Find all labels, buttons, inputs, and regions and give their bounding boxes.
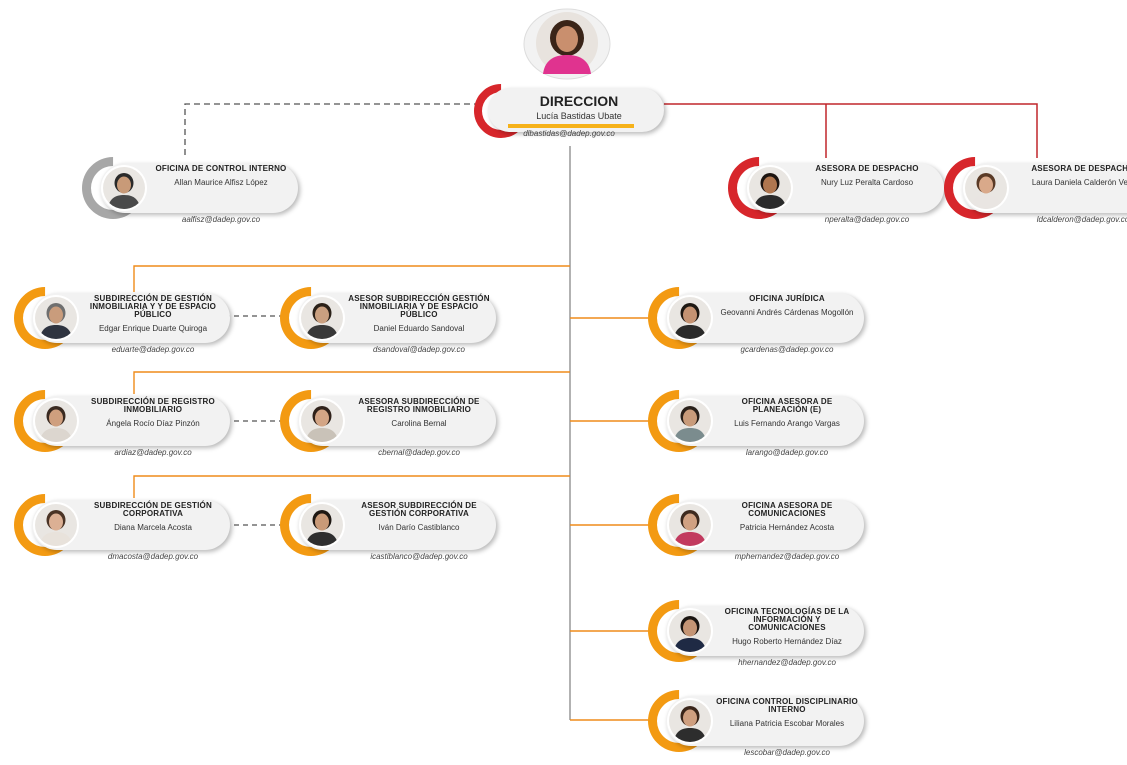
person-avatar-icon: [669, 504, 711, 546]
unit-role: SUBDIRECCIÓN DE GESTIÓN CORPORATIVA: [94, 501, 212, 518]
unit-role: ASESORA DE DESPACHO: [1031, 164, 1127, 173]
card-text: OFICINA ASESORA DE COMUNICACIONES Patrici…: [714, 501, 860, 533]
person-avatar-icon: [301, 400, 343, 442]
person-avatar-icon: [35, 297, 77, 339]
unit-email: mphernandez@dadep.gov.co: [734, 552, 840, 561]
unit-person-name: Carolina Bernal: [391, 419, 447, 428]
director-name: Lucía Bastidas Ubate: [536, 111, 622, 121]
unit-person-name: Ángela Rocío Díaz Pinzón: [106, 419, 200, 428]
card-text: SUBDIRECCIÓN DE REGISTRO INMOBILIARIO Áng…: [80, 397, 226, 429]
unit-email: eduarte@dadep.gov.co: [111, 345, 195, 354]
unit-email: dmacosta@dadep.gov.co: [107, 552, 199, 561]
unit-person-name: Luis Fernando Arango Vargas: [734, 419, 840, 428]
connector-asesoras: [664, 103, 1038, 158]
person-avatar-icon: [669, 700, 711, 742]
unit-person-name: Iván Darío Castiblanco: [378, 523, 460, 532]
unit-card-control-interno: OFICINA DE CONTROL INTERNO Allan Maurice …: [69, 144, 322, 232]
director-avatar-icon: [523, 8, 611, 80]
unit-role: OFICINA DE CONTROL INTERNO: [155, 164, 287, 173]
director-underline: [508, 124, 634, 128]
unit-person-name: Nury Luz Peralta Cardoso: [820, 178, 914, 187]
person-avatar-icon: [35, 504, 77, 546]
director-email: dlbastidas@dadep.gov.co: [523, 129, 615, 138]
unit-email: ldcalderon@dadep.gov.co: [1036, 215, 1127, 224]
unit-role: OFICINA JURÍDICA: [749, 294, 825, 303]
unit-card-asesora-registro: ASESORA SUBDIRECCIÓN DE REGISTRO INMOBIL…: [267, 377, 520, 465]
unit-person-name: Patricia Hernández Acosta: [739, 523, 835, 532]
card-text: SUBDIRECCIÓN DE GESTIÓN CORPORATIVA Diana…: [80, 501, 226, 533]
unit-role: SUBDIRECCIÓN DE GESTIÓN INMOBILIARIA Y Y…: [89, 294, 217, 319]
unit-person-name: Hugo Roberto Hernández Díaz: [732, 637, 842, 646]
card-text: OFICINA CONTROL DISCIPLINARIO INTERNO Lil…: [714, 697, 860, 729]
unit-card-asesor-gestion-inmobiliaria: ASESOR SUBDIRECCIÓN GESTIÓN INMOBILIARIA…: [267, 274, 520, 362]
unit-role: SUBDIRECCIÓN DE REGISTRO INMOBILIARIO: [91, 397, 215, 414]
card-text: ASESORA DE DESPACHO Laura Daniela Calderó…: [1010, 164, 1127, 188]
unit-email: ardiaz@dadep.gov.co: [114, 448, 192, 457]
person-avatar-icon: [669, 297, 711, 339]
unit-person-name: Laura Daniela Calderón Vela: [1031, 178, 1127, 187]
person-avatar-icon: [749, 167, 791, 209]
person-avatar-icon: [103, 167, 145, 209]
person-avatar-icon: [301, 504, 343, 546]
unit-card-sub-gestion-inmobiliaria: SUBDIRECCIÓN DE GESTIÓN INMOBILIARIA Y Y…: [1, 274, 254, 362]
unit-email: hhernandez@dadep.gov.co: [738, 658, 836, 667]
connector-subdirecciones: [133, 265, 570, 498]
card-text: OFICINA TECNOLOGÍAS DE LA INFORMACIÓN Y …: [714, 607, 860, 647]
card-text: ASESOR SUBDIRECCIÓN DE GESTIÓN CORPORATI…: [346, 501, 492, 533]
card-text: SUBDIRECCIÓN DE GESTIÓN INMOBILIARIA Y Y…: [80, 294, 226, 334]
person-avatar-icon: [669, 610, 711, 652]
connector-dashed-asesores: [225, 315, 283, 526]
unit-email: cbernal@dadep.gov.co: [378, 448, 460, 457]
card-text: OFICINA DE CONTROL INTERNO Allan Maurice …: [148, 164, 294, 188]
unit-role: OFICINA ASESORA DE COMUNICACIONES: [741, 501, 833, 518]
director-card: DIRECCION Lucía Bastidas Ubate dlbastida…: [462, 72, 670, 150]
unit-email: icastiblanco@dadep.gov.co: [370, 552, 468, 561]
unit-email: nperalta@dadep.gov.co: [824, 215, 910, 224]
unit-email: lescobar@dadep.gov.co: [744, 748, 830, 757]
unit-card-juridica: OFICINA JURÍDICA Geovanni Andrés Cárdenas…: [635, 274, 888, 362]
director-photo: [521, 6, 613, 80]
unit-email: gcardenas@dadep.gov.co: [740, 345, 834, 354]
connector-dashed-control-interno: [184, 103, 480, 158]
unit-role: OFICINA ASESORA DE PLANEACIÓN (E): [741, 397, 833, 414]
unit-role: ASESORA SUBDIRECCIÓN DE REGISTRO INMOBIL…: [358, 397, 480, 414]
unit-card-tic: OFICINA TECNOLOGÍAS DE LA INFORMACIÓN Y …: [635, 587, 888, 675]
unit-card-asesora-despacho-2: ASESORA DE DESPACHO Laura Daniela Calderó…: [931, 144, 1127, 232]
director-title: DIRECCION: [539, 93, 619, 109]
unit-card-asesor-corporativa: ASESOR SUBDIRECCIÓN DE GESTIÓN CORPORATI…: [267, 481, 520, 569]
person-avatar-icon: [35, 400, 77, 442]
unit-role: OFICINA CONTROL DISCIPLINARIO INTERNO: [716, 697, 858, 714]
unit-card-planeacion: OFICINA ASESORA DE PLANEACIÓN (E) Luis Fe…: [635, 377, 888, 465]
card-text: ASESORA SUBDIRECCIÓN DE REGISTRO INMOBIL…: [346, 397, 492, 429]
person-avatar-icon: [301, 297, 343, 339]
unit-person-name: Liliana Patricia Escobar Morales: [729, 719, 845, 728]
unit-email: larango@dadep.gov.co: [745, 448, 829, 457]
unit-person-name: Edgar Enrique Duarte Quiroga: [98, 324, 208, 333]
person-avatar-icon: [965, 167, 1007, 209]
card-text: ASESOR SUBDIRECCIÓN GESTIÓN INMOBILIARIA…: [346, 294, 492, 334]
unit-person-name: Diana Marcela Acosta: [114, 523, 192, 532]
unit-card-sub-corporativa: SUBDIRECCIÓN DE GESTIÓN CORPORATIVA Diana…: [1, 481, 254, 569]
unit-role: ASESORA DE DESPACHO: [815, 164, 919, 173]
unit-person-name: Daniel Eduardo Sandoval: [373, 324, 465, 333]
unit-card-asesora-despacho-1: ASESORA DE DESPACHO Nury Luz Peralta Card…: [715, 144, 968, 232]
unit-person-name: Geovanni Andrés Cárdenas Mogollón: [720, 308, 854, 317]
person-avatar-icon: [669, 400, 711, 442]
unit-email: aalfisz@dadep.gov.co: [181, 215, 261, 224]
unit-role: ASESOR SUBDIRECCIÓN GESTIÓN INMOBILIARIA…: [348, 294, 490, 319]
unit-email: dsandoval@dadep.gov.co: [372, 345, 466, 354]
unit-card-control-disciplinario: OFICINA CONTROL DISCIPLINARIO INTERNO Lil…: [635, 677, 888, 765]
unit-person-name: Allan Maurice Alfisz López: [174, 178, 268, 187]
card-text: ASESORA DE DESPACHO Nury Luz Peralta Card…: [794, 164, 940, 188]
unit-role: ASESOR SUBDIRECCIÓN DE GESTIÓN CORPORATI…: [361, 501, 477, 518]
card-text: OFICINA ASESORA DE PLANEACIÓN (E) Luis Fe…: [714, 397, 860, 429]
unit-card-sub-registro: SUBDIRECCIÓN DE REGISTRO INMOBILIARIO Áng…: [1, 377, 254, 465]
card-text: OFICINA JURÍDICA Geovanni Andrés Cárdenas…: [714, 294, 860, 318]
connector-oficinas: [570, 317, 656, 721]
unit-card-comunicaciones: OFICINA ASESORA DE COMUNICACIONES Patrici…: [635, 481, 888, 569]
unit-role: OFICINA TECNOLOGÍAS DE LA INFORMACIÓN Y …: [724, 607, 850, 632]
